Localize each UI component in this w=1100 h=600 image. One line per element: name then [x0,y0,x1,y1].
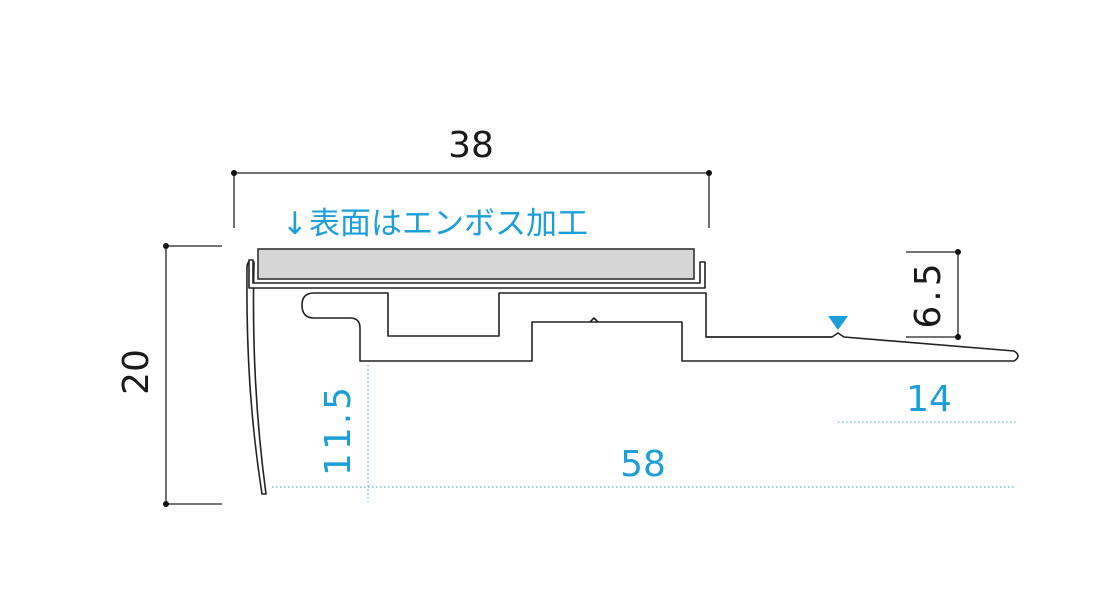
down-arrow-icon: ↓ [282,206,308,242]
profile-outline [246,259,1019,495]
height-dimension: 20 [116,243,222,507]
taper-length-label: 14 [906,379,952,420]
blue-reference-lines [272,365,1016,502]
surface-annotation: ↓ 表面はエンボス加工 [282,206,588,242]
triangle-marker-icon [828,316,848,330]
top-width-dimension: 38 [231,125,712,228]
tread-insert [257,248,695,280]
side-height-label: 6.5 [908,259,949,328]
surface-note-text: 表面はエンボス加工 [309,206,588,242]
top-width-label: 38 [448,125,494,166]
height-label: 20 [116,349,157,395]
side-height-dimension: 6.5 [906,249,961,340]
total-length-label: 58 [620,444,666,485]
nose-height-label: 11.5 [318,384,359,476]
